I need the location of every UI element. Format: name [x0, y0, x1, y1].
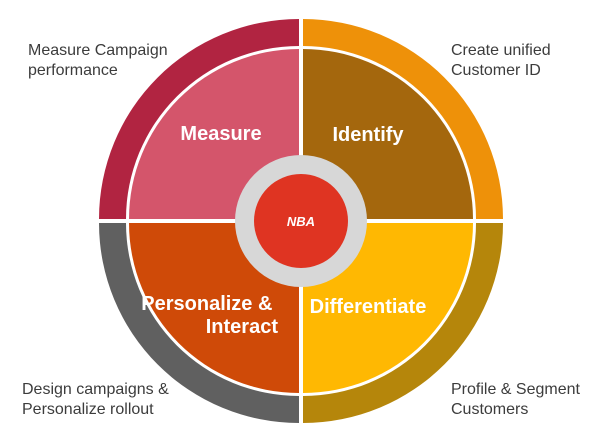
annotation-top-left-line-1: Measure Campaign — [28, 42, 168, 59]
differentiate-label-line: Differentiate — [310, 296, 427, 318]
identify-outer-arc — [303, 19, 503, 219]
hub: NBA — [235, 155, 367, 287]
personalize-label-line-2: Interact — [206, 316, 279, 338]
annotation-top-left: Measure Campaign performance — [28, 42, 172, 79]
annotation-bottom-left-line-2: Personalize rollout — [22, 401, 154, 418]
annotation-bottom-right-line-2: Customers — [451, 401, 528, 418]
annotation-bottom-left-line-1: Design campaigns & — [22, 381, 169, 398]
annotation-bottom-right-line-1: Profile & Segment — [451, 381, 581, 398]
differentiate-outer-arc — [303, 223, 503, 423]
annotation-top-left-line-2: performance — [28, 62, 118, 79]
identify-label: Identify — [332, 124, 404, 146]
measure-label-line: Measure — [180, 123, 261, 145]
hub-label: NBA — [287, 214, 315, 229]
annotation-bottom-left: Design campaigns & Personalize rollout — [22, 381, 173, 418]
personalize-outer-arc — [99, 223, 299, 423]
differentiate-label: Differentiate — [310, 296, 427, 318]
hub-circle — [254, 174, 348, 268]
personalize-label: Personalize & Interact — [141, 293, 278, 338]
identify-label-line: Identify — [332, 124, 404, 146]
personalize-label-line-1: Personalize & — [141, 293, 272, 315]
annotation-bottom-right: Profile & Segment Customers — [451, 381, 584, 418]
measure-label: Measure — [180, 123, 261, 145]
measure-outer-arc — [99, 19, 299, 219]
annotation-top-right-line-2: Customer ID — [451, 62, 541, 79]
annotation-top-right: Create unified Customer ID — [451, 42, 555, 79]
annotation-top-right-line-1: Create unified — [451, 42, 551, 59]
